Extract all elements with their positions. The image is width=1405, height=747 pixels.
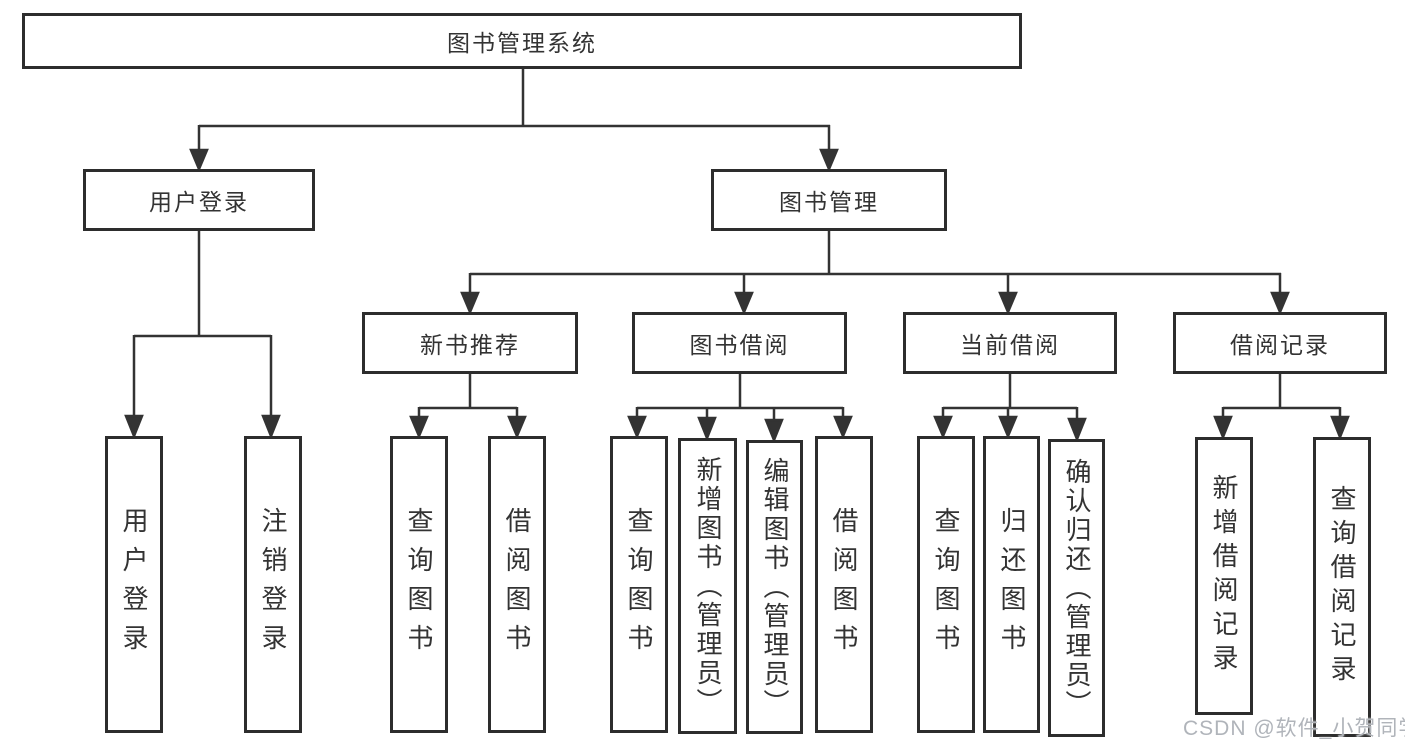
node-user-login-label: 用户登录	[149, 189, 249, 215]
node-book-borrowing-label: 图书借阅	[689, 332, 790, 358]
node-current-borrowing: 当前借阅	[903, 312, 1117, 374]
leaf-user-login: 用户登录	[105, 436, 163, 733]
node-book-management: 图书管理	[711, 169, 947, 231]
csdn-watermark: CSDN @软件_小贺同学	[1183, 717, 1405, 740]
node-user-login: 用户登录	[83, 169, 315, 231]
leaf-query-borrow-record: 查询借阅记录	[1313, 437, 1371, 737]
leaf-add-book-admin: 新增图书（管理员）	[678, 438, 737, 734]
node-new-book-recommend: 新书推荐	[362, 312, 578, 374]
leaf-query-books-recommend: 查询图书	[390, 436, 448, 733]
node-new-book-recommend-label: 新书推荐	[420, 332, 520, 358]
node-current-borrowing-label: 当前借阅	[960, 332, 1060, 358]
node-book-management-label: 图书管理	[779, 189, 879, 215]
node-root-label: 图书管理系统	[447, 30, 597, 56]
leaf-return-books: 归还图书	[983, 436, 1040, 733]
leaf-query-books-borrowing: 查询图书	[610, 436, 668, 733]
leaf-query-books-current: 查询图书	[917, 436, 975, 733]
leaf-confirm-return-admin: 确认归还（管理员）	[1048, 439, 1105, 737]
node-borrowing-records: 借阅记录	[1173, 312, 1387, 374]
node-borrowing-records-label: 借阅记录	[1230, 332, 1330, 358]
node-book-borrowing: 图书借阅	[632, 312, 847, 374]
leaf-borrow-books: 借阅图书	[815, 436, 873, 733]
leaf-edit-book-admin: 编辑图书（管理员）	[746, 440, 803, 734]
leaf-logout: 注销登录	[244, 436, 302, 733]
leaf-add-borrow-record: 新增借阅记录	[1195, 437, 1253, 715]
node-root: 图书管理系统	[22, 13, 1022, 69]
leaf-borrow-books-recommend: 借阅图书	[488, 436, 546, 733]
